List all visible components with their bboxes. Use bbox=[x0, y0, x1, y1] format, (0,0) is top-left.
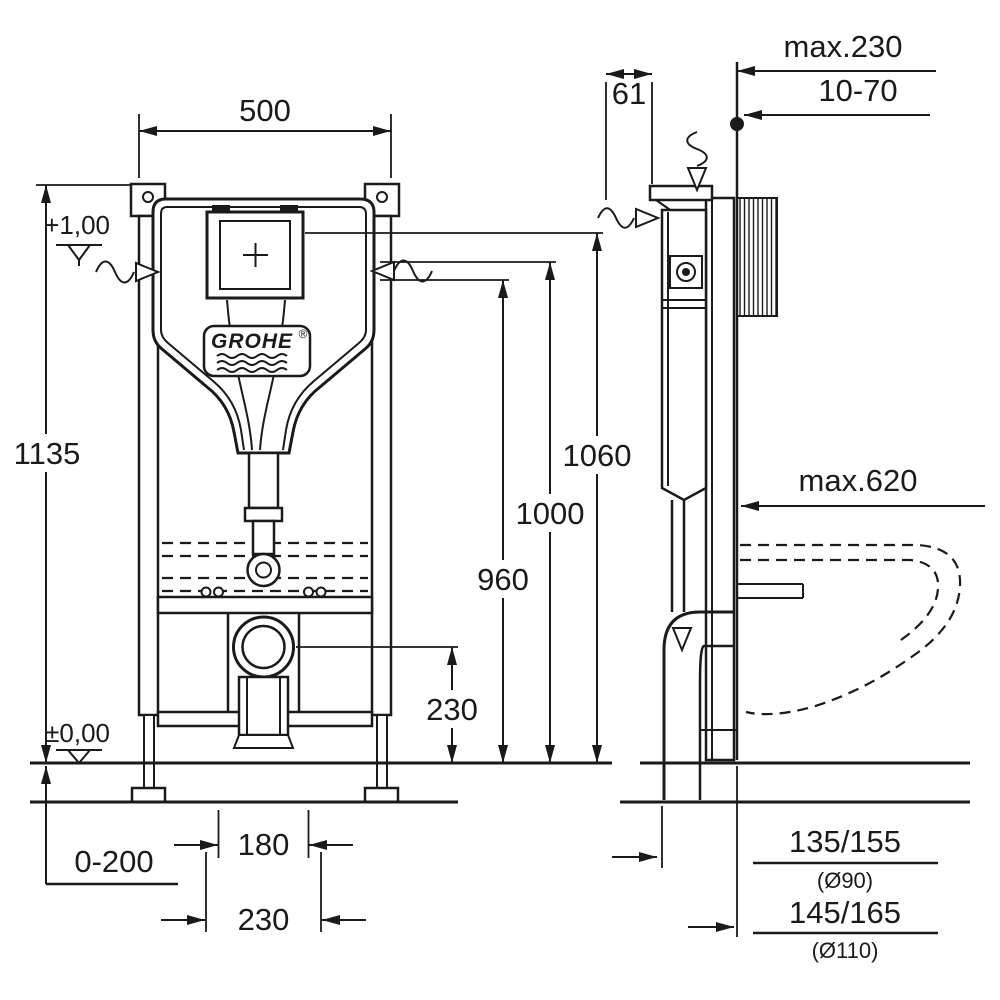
dim-drain110-diameter: (Ø110) bbox=[812, 938, 879, 963]
threaded-mount-hatch bbox=[736, 197, 778, 317]
side-dimensions: 61 max.230 10-70 max.620 135/155 (Ø90) 1… bbox=[605, 29, 985, 963]
drain-dimension-90: 135/155 (Ø90) bbox=[612, 806, 938, 893]
dim-foot-range: 0-200 bbox=[74, 844, 153, 879]
left-rail bbox=[129, 182, 167, 804]
front-dimensions: 500 1135 +1,00 ±0,00 0-200 bbox=[12, 93, 631, 937]
hidden-bracket-lines bbox=[162, 541, 368, 593]
bolt-spacing-180: 180 bbox=[174, 810, 353, 862]
wall-reference-dot bbox=[730, 117, 744, 131]
waste-outlet bbox=[232, 615, 295, 749]
level-upper-label: +1,00 bbox=[44, 210, 110, 240]
level-marker-floor: ±0,00 bbox=[45, 718, 110, 765]
plate-center-cross bbox=[243, 243, 268, 267]
dim-wall-max: max.230 bbox=[784, 29, 903, 64]
toilet-bowl-outline bbox=[740, 543, 962, 716]
cistern-side-profile bbox=[660, 208, 708, 612]
mounting-bolts bbox=[200, 586, 327, 598]
dim-drain90: 135/155 bbox=[789, 824, 901, 859]
outlet-elbow-side bbox=[662, 610, 734, 800]
level-floor-label: ±0,00 bbox=[45, 718, 110, 748]
drain-dimension-110: 145/165 (Ø110) bbox=[688, 766, 938, 963]
side-view bbox=[597, 62, 962, 800]
floor-lines bbox=[30, 761, 970, 804]
logo-waves-icon bbox=[216, 353, 288, 373]
flow-direction-icon bbox=[671, 627, 693, 653]
fill-valve bbox=[669, 255, 703, 289]
grohe-logo: GROHE ® bbox=[202, 324, 312, 378]
supply-inlet-arrow-icon bbox=[686, 131, 708, 193]
foot-adjust-dimension: 0-200 bbox=[41, 766, 178, 886]
dim-front-height: 1135 bbox=[14, 436, 81, 471]
registered-mark: ® bbox=[299, 327, 308, 341]
dim-drain90-diameter: (Ø90) bbox=[817, 868, 873, 893]
dim-plate-range: 10-70 bbox=[818, 73, 897, 108]
dim-outlet-height: 230 bbox=[426, 692, 478, 727]
dim-height-1060: 1060 bbox=[563, 438, 632, 473]
level-marker-upper: +1,00 bbox=[44, 210, 110, 266]
dim-height-960: 960 bbox=[477, 562, 529, 597]
right-rail bbox=[363, 182, 401, 804]
flush-plate-frame bbox=[205, 205, 305, 300]
dim-bowl-max: max.620 bbox=[799, 463, 918, 498]
dim-fix-wide: 230 bbox=[238, 902, 290, 937]
dim-drain110: 145/165 bbox=[789, 895, 901, 930]
water-supply-arrow-left-icon bbox=[95, 260, 161, 284]
dim-side-offset: 61 bbox=[612, 76, 646, 111]
water-supply-arrow-side-icon bbox=[597, 207, 661, 229]
brand-wordmark: GROHE bbox=[211, 330, 293, 353]
mounting-crossbar bbox=[156, 595, 374, 615]
dim-fix-narrow: 180 bbox=[238, 827, 290, 862]
bowl-connector bbox=[737, 583, 804, 599]
bolt-spacing-230: 230 bbox=[161, 852, 366, 937]
front-view: GROHE ® bbox=[129, 182, 401, 804]
flush-pipe bbox=[243, 451, 284, 588]
dim-height-1000: 1000 bbox=[516, 496, 585, 531]
dim-front-width: 500 bbox=[239, 93, 291, 128]
